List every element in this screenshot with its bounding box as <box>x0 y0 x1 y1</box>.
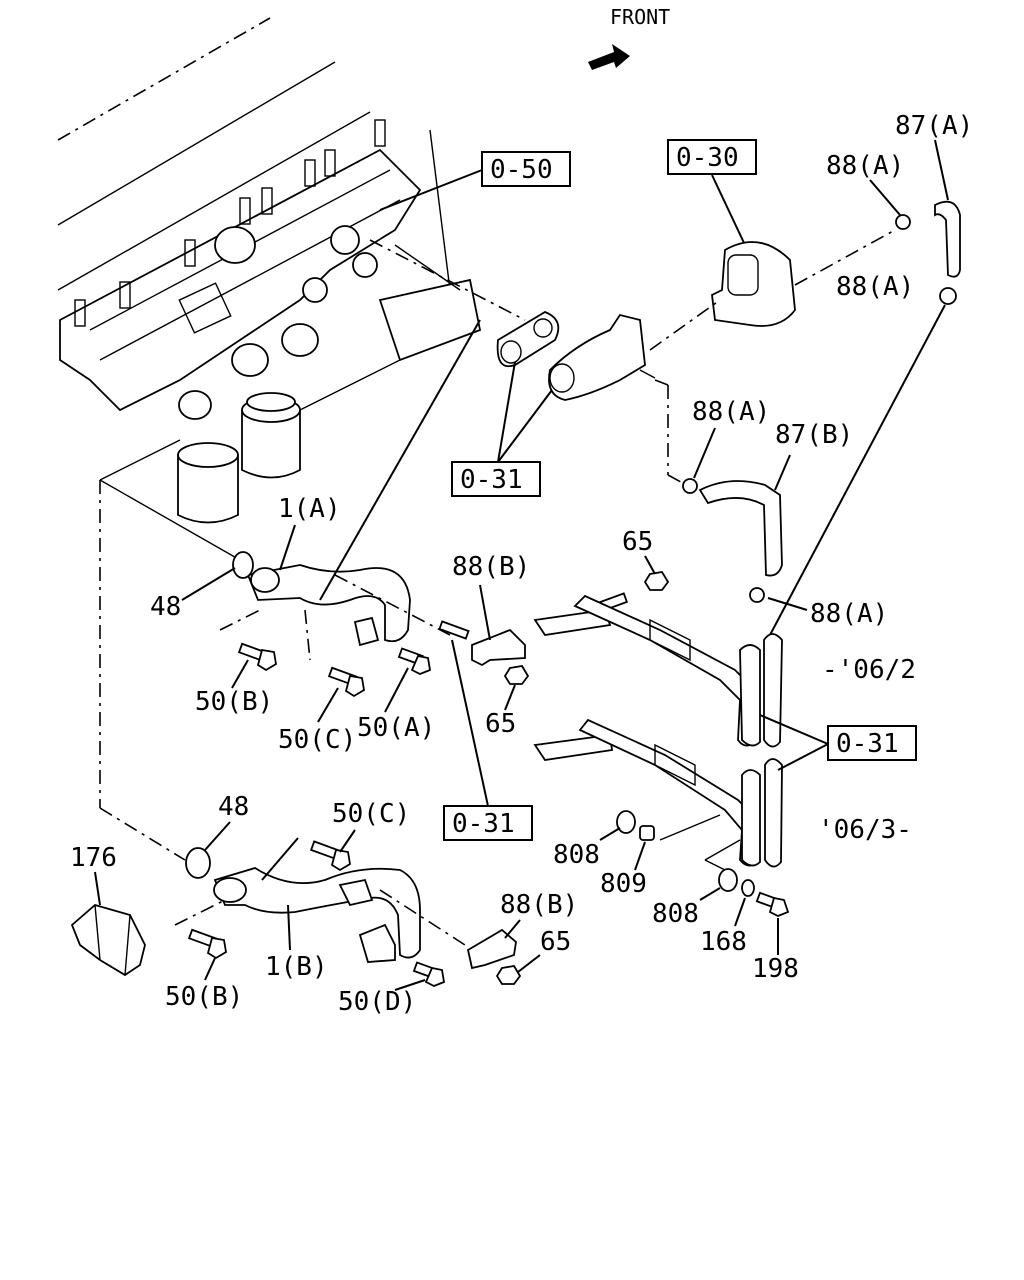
bolt-50b-top <box>237 642 277 672</box>
water-outlet <box>548 313 656 401</box>
label-168: 168 <box>700 927 747 957</box>
clamp-88a-right <box>749 587 765 603</box>
leader-0-30 <box>711 174 746 246</box>
label-809: 809 <box>600 869 647 899</box>
label-1b: 1(B) <box>265 952 328 982</box>
label-50a: 50(A) <box>357 713 435 743</box>
bolt-50a <box>397 647 432 675</box>
washer-168 <box>741 879 755 897</box>
hose-87a <box>934 200 961 278</box>
ref-box-0-31-bottom-label: 0-31 <box>452 809 515 839</box>
plug-808-a <box>616 810 636 834</box>
ref-box-0-31-right-label: 0-31 <box>836 729 899 759</box>
label-1a: 1(A) <box>278 494 341 524</box>
water-outlet-gasket <box>496 310 560 368</box>
stud <box>438 620 470 640</box>
leader-0-31-left-a <box>497 361 516 463</box>
label-176: 176 <box>70 843 117 873</box>
clamp-88a-low <box>682 478 698 494</box>
engine-block <box>57 17 482 561</box>
label-65-mid: 65 <box>485 709 516 739</box>
label-87b: 87(B) <box>775 420 853 450</box>
ref-box-0-31-left[interactable] <box>451 461 541 497</box>
label-808-a: 808 <box>553 840 600 870</box>
ref-box-0-50[interactable] <box>481 151 571 187</box>
label-65-top: 65 <box>622 527 653 557</box>
label-88b-top: 88(B) <box>452 552 530 582</box>
plug-809 <box>639 825 655 841</box>
nut-65-low <box>495 965 522 985</box>
label-50c-top: 50(C) <box>278 725 356 755</box>
water-pipe-1b <box>213 867 421 959</box>
label-88b-low: 88(B) <box>500 890 578 920</box>
label-65-low: 65 <box>540 927 571 957</box>
plug-808-b <box>718 868 738 892</box>
label-88a-low: 88(A) <box>692 397 770 427</box>
label-48-low: 48 <box>218 792 249 822</box>
label-50b-top: 50(B) <box>195 687 273 717</box>
label-87a: 87(A) <box>895 111 973 141</box>
ref-box-0-30-label: 0-30 <box>676 143 739 173</box>
label-88a-mid: 88(A) <box>836 272 914 302</box>
heat-shield-176 <box>70 904 146 977</box>
bracket-88b-low <box>466 928 517 970</box>
nut-65-mid <box>503 665 530 685</box>
ref-box-0-31-bottom[interactable] <box>443 805 533 841</box>
bolt-198 <box>755 891 790 917</box>
leader-0-31-left-b <box>497 389 553 463</box>
label-48-top: 48 <box>150 592 181 622</box>
o-ring-48-top <box>232 551 254 579</box>
label-50c-low: 50(C) <box>332 799 410 829</box>
label-50b-low: 50(B) <box>165 982 243 1012</box>
ref-box-0-50-label: 0-50 <box>490 155 553 185</box>
bracket-88b-top <box>471 628 526 667</box>
label-808-b: 808 <box>652 899 699 929</box>
clamp-88a-mid <box>939 287 957 305</box>
leader-0-50 <box>379 169 483 211</box>
label-88a-top: 88(A) <box>826 151 904 181</box>
label-date-from: '06/3- <box>818 815 912 845</box>
bolt-50c-low <box>309 840 351 872</box>
water-pipe-1a <box>246 564 411 647</box>
o-ring-48-low <box>185 847 211 879</box>
clamp-88a-top <box>895 214 911 230</box>
front-label: FRONT <box>610 5 670 29</box>
label-88a-right: 88(A) <box>810 599 888 629</box>
label-date-until: -'06/2 <box>822 655 916 685</box>
ref-box-0-31-right[interactable] <box>827 725 917 761</box>
bolt-50c-top <box>327 666 365 698</box>
bolt-50d <box>412 961 446 987</box>
thermostat-housing <box>711 241 796 327</box>
pipe-bracket <box>358 923 396 963</box>
water-pipe-upper <box>533 594 783 748</box>
ref-box-0-30[interactable] <box>667 139 757 175</box>
ref-box-0-31-left-label: 0-31 <box>460 465 523 495</box>
hose-87b <box>698 480 783 577</box>
water-pipe-lower <box>533 718 783 868</box>
bolt-50b-low <box>187 928 227 960</box>
front-arrow-icon <box>588 44 630 70</box>
label-198: 198 <box>752 954 799 984</box>
label-50d: 50(D) <box>338 987 416 1017</box>
